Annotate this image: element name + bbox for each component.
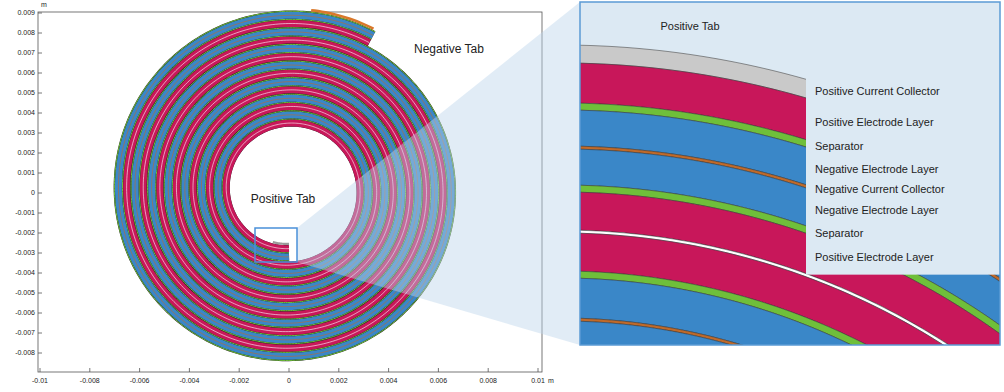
axis-tick-label: 0.007 <box>17 49 35 57</box>
axis-tick-label: -0.002 <box>229 377 249 385</box>
zoom-box <box>255 228 297 262</box>
axis-tick-label: 0 <box>31 189 35 197</box>
tick-mark <box>438 368 439 372</box>
axis-tick-label: 0.01 <box>531 377 545 385</box>
axis-tick-label: -0.001 <box>15 209 35 217</box>
axis-tick-label: 0.005 <box>17 89 35 97</box>
axis-tick-label: -0.007 <box>15 329 35 337</box>
positive-tab <box>273 242 289 244</box>
axis-tick-label: 0.003 <box>17 129 35 137</box>
tick-mark <box>38 253 42 254</box>
axis-tick-label: 0.009 <box>17 9 35 17</box>
tick-mark <box>38 333 42 334</box>
layer-label: Positive Electrode Layer <box>815 250 934 263</box>
tick-mark <box>38 53 42 54</box>
axis-tick-label: 0.008 <box>17 29 35 37</box>
layer-label: Separator <box>815 226 863 239</box>
axis-tick-label: 0 <box>287 377 291 385</box>
tick-mark <box>388 368 389 372</box>
tick-mark <box>38 93 42 94</box>
tick-mark <box>38 133 42 134</box>
tick-mark <box>38 153 42 154</box>
axis-tick-label: -0.005 <box>15 289 35 297</box>
axis-unit: m <box>41 1 47 9</box>
axis-tick-label: -0.008 <box>15 349 35 357</box>
negative-tab <box>311 10 373 28</box>
layer-label: Negative Current Collector <box>815 183 945 196</box>
tick-mark <box>38 213 42 214</box>
layer-band <box>580 321 1000 345</box>
axis-tick-label: 0.001 <box>17 169 35 177</box>
tab-label: Positive Tab <box>251 193 315 207</box>
axis-tick-label: 0.004 <box>17 109 35 117</box>
axis-tick-label: 0.002 <box>17 149 35 157</box>
zoom-projection <box>297 2 580 345</box>
tab-label: Negative Tab <box>414 43 484 57</box>
tick-mark <box>488 368 489 372</box>
axis-tick-label: -0.006 <box>15 309 35 317</box>
layer-label: Positive Current Collector <box>815 85 940 98</box>
axis-tick-label: -0.004 <box>179 377 199 385</box>
tick-mark <box>139 368 140 372</box>
axis-tick-label: 0.002 <box>330 377 348 385</box>
axis-tick-label: 0.004 <box>380 377 398 385</box>
tick-mark <box>38 353 42 354</box>
axis-tick-label: -0.002 <box>15 229 35 237</box>
axis-tick-label: 0.006 <box>430 377 448 385</box>
axis-tick-label: -0.004 <box>15 269 35 277</box>
tick-mark <box>38 113 42 114</box>
axis-tick-label: -0.008 <box>80 377 100 385</box>
axis-tick-label: 0.006 <box>17 69 35 77</box>
tick-mark <box>38 13 42 14</box>
tick-mark <box>189 368 190 372</box>
tick-mark <box>38 173 42 174</box>
tick-mark <box>538 368 539 372</box>
layer-label: Negative Electrode Layer <box>815 204 939 217</box>
tick-mark <box>38 293 42 294</box>
zoom-panel-border <box>580 2 1000 345</box>
layer-label: Separator <box>815 140 863 153</box>
tick-mark <box>38 73 42 74</box>
tick-mark <box>38 193 42 194</box>
tick-mark <box>38 33 42 34</box>
tick-mark <box>38 233 42 234</box>
axis-tick-label: -0.01 <box>32 377 48 385</box>
tick-mark <box>38 313 42 314</box>
tick-mark <box>89 368 90 372</box>
tick-mark <box>239 368 240 372</box>
axis-tick-label: 0.008 <box>479 377 497 385</box>
layer-label: Positive Electrode Layer <box>815 115 934 128</box>
axis-tick-label: -0.006 <box>130 377 150 385</box>
axis-unit: m <box>548 377 554 385</box>
layer-label: Negative Electrode Layer <box>815 162 939 175</box>
tick-mark <box>38 273 42 274</box>
tab-label: Positive Tab <box>660 20 719 33</box>
tick-mark <box>289 368 290 372</box>
tick-mark <box>338 368 339 372</box>
label-area <box>806 2 1000 275</box>
tick-mark <box>40 368 41 372</box>
axis-tick-label: -0.003 <box>15 249 35 257</box>
